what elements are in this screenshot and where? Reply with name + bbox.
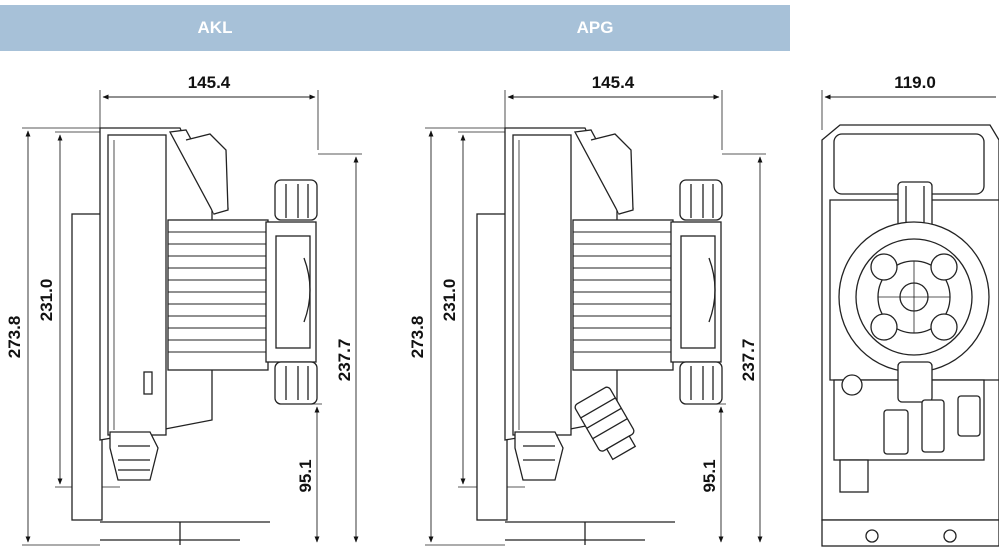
akl-body-height-dim-text: 231.0 bbox=[37, 279, 56, 322]
apg-width-dim-text: 145.4 bbox=[592, 73, 635, 92]
akl-total-height-dim-text: 273.8 bbox=[5, 316, 24, 359]
apg-outlet-height-dim-text: 95.1 bbox=[700, 459, 719, 492]
model-label-apg: APG bbox=[576, 18, 614, 37]
front-view bbox=[821, 90, 999, 547]
apg-side-view bbox=[425, 90, 766, 546]
apg-total-height-dim-text: 273.8 bbox=[408, 316, 427, 359]
model-label-akl: AKL bbox=[197, 18, 233, 37]
header-band bbox=[0, 5, 790, 51]
akl-side-view bbox=[22, 90, 362, 546]
apg-body-height-dim-text: 231.0 bbox=[440, 279, 459, 322]
akl-head-height-dim-text: 237.7 bbox=[335, 339, 354, 382]
akl-outlet-height-dim-text: 95.1 bbox=[296, 459, 315, 492]
front-width-dim-text: 119.0 bbox=[894, 73, 936, 92]
apg-head-height-dim-text: 237.7 bbox=[739, 339, 758, 382]
akl-width-dim-text: 145.4 bbox=[188, 73, 231, 92]
